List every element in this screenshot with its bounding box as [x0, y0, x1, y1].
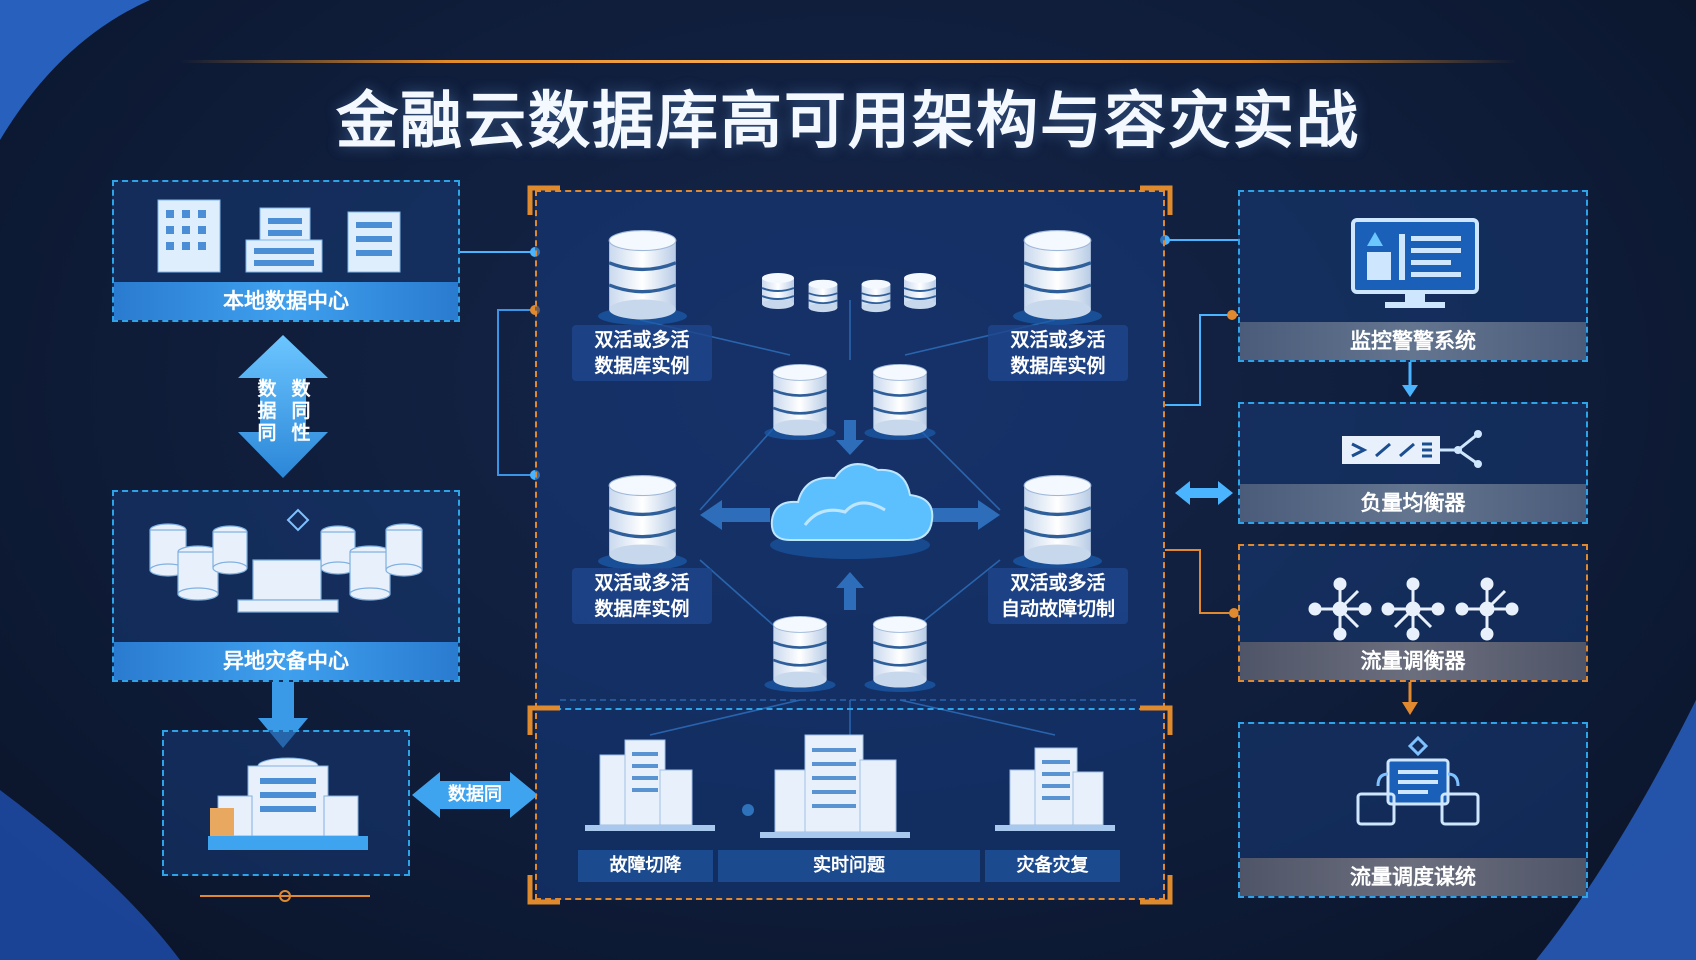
- corner-decoration-bottom-left: [0, 790, 180, 960]
- traffic-dispatch-panel[interactable]: 流量调度谋统: [1238, 722, 1588, 898]
- node-label-mid-left: 双活或多活 数据库实例: [572, 568, 712, 624]
- node-label-top-left: 双活或多活 数据库实例: [572, 325, 712, 381]
- remote-dr-center-panel[interactable]: 异地灾备中心: [112, 490, 460, 682]
- sync-arrow-text-left: 数 据 同: [256, 378, 278, 444]
- database-cluster-icon: [149, 508, 423, 613]
- node-label-mid-right: 双活或多活 自动故障切制: [988, 568, 1128, 624]
- corner-decoration-bottom-right: [1536, 700, 1696, 960]
- traffic-dispatch-label: 流量调度谋统: [1240, 858, 1586, 896]
- load-balancer-icon: [1342, 430, 1482, 468]
- sync-char: 同: [291, 400, 311, 422]
- monitoring-label: 监控警警系统: [1240, 322, 1586, 360]
- network-nodes-icon: [1308, 577, 1519, 641]
- node-label-line: 数据库实例: [594, 355, 690, 377]
- data-sync-arrow-label: 数据同: [448, 784, 502, 805]
- headquarters-building-icon: [208, 757, 368, 850]
- node-label-line: 自动故障切制: [1000, 598, 1115, 620]
- node-label-line: 双活或多活: [1010, 572, 1106, 594]
- monitoring-panel[interactable]: 监控警警系统: [1238, 190, 1588, 362]
- office-buildings-icon: [157, 199, 401, 273]
- corner-decoration-top-left: [0, 0, 150, 140]
- traffic-balancer-label: 流量调衡器: [1240, 642, 1586, 680]
- tab-dr-recovery[interactable]: 灾备灾复: [985, 850, 1120, 882]
- local-datacenter-label: 本地数据中心: [114, 282, 458, 320]
- cloud-icon: [770, 463, 934, 559]
- sync-char: 数: [291, 378, 311, 400]
- local-datacenter-panel[interactable]: 本地数据中心: [112, 180, 460, 322]
- sync-char: 数: [257, 378, 277, 400]
- sync-char: 性: [291, 422, 311, 444]
- sync-char: 同: [257, 422, 277, 444]
- node-label-line: 数据库实例: [1010, 355, 1106, 377]
- traffic-balancer-panel[interactable]: 流量调衡器: [1238, 544, 1588, 682]
- node-label-line: 双活或多活: [594, 329, 690, 351]
- page-title: 金融云数据库高可用架构与容灾实战: [335, 84, 1360, 157]
- node-label-top-right: 双活或多活 数据库实例: [988, 325, 1128, 381]
- monitor-dashboard-icon: [1351, 218, 1479, 308]
- title-underline: [180, 60, 1516, 63]
- remote-dr-center-label: 异地灾备中心: [114, 642, 458, 680]
- load-balancer-label: 负量均衡器: [1240, 484, 1586, 522]
- bottom-city-panel-border: [535, 708, 1165, 900]
- dispatch-system-icon: [1356, 736, 1480, 826]
- node-label-line: 数据库实例: [594, 598, 690, 620]
- tab-realtime[interactable]: 实时问题: [718, 850, 980, 882]
- hq-building-panel[interactable]: [162, 730, 410, 876]
- sync-arrow-text-right: 数 同 性: [290, 378, 312, 444]
- tab-failover[interactable]: 故障切降: [578, 850, 713, 882]
- node-label-line: 双活或多活: [1010, 329, 1106, 351]
- sync-char: 据: [257, 400, 277, 422]
- load-balancer-panel[interactable]: 负量均衡器: [1238, 402, 1588, 524]
- node-label-line: 双活或多活: [594, 572, 690, 594]
